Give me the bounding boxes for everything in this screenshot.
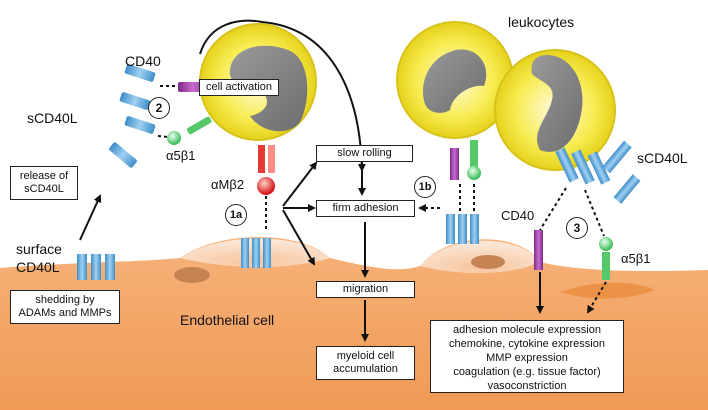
label-cd40-top: CD40 xyxy=(125,53,161,69)
label-leukocytes: leukocytes xyxy=(508,14,575,30)
box-myeloid-line1: myeloid cell xyxy=(336,350,395,362)
step-1b-marker: 1b xyxy=(414,176,436,198)
label-endothelial-cell: Endothelial cell xyxy=(180,312,275,328)
leukocyte-right-front xyxy=(494,49,616,171)
box-endothelial-effects: adhesion molecule expression chemokine, … xyxy=(430,320,624,393)
endothelial-nucleus-left xyxy=(174,267,210,283)
effect-4: coagulation (e.g. tissue factor) xyxy=(453,366,601,378)
effect-3: MMP expression xyxy=(486,352,568,364)
box-slow-rolling: slow rolling xyxy=(316,145,413,162)
box-release-line1: release of xyxy=(19,170,69,182)
surface-cd40l-receptors xyxy=(77,254,115,280)
box-release-line2: sCD40L xyxy=(24,183,64,195)
step-2-marker: 2 xyxy=(148,97,170,119)
label-scd40l-left: sCD40L xyxy=(27,110,78,126)
box-firm-adhesion: firm adhesion xyxy=(316,200,415,217)
box-myeloid-accumulation: myeloid cell accumulation xyxy=(316,346,415,380)
box-shedding-line1: shedding by xyxy=(35,294,95,306)
scd40l-fragments-left xyxy=(109,64,156,168)
box-cell-activation: cell activation xyxy=(199,79,279,96)
label-surface-cd40l-line1: surface xyxy=(16,241,62,257)
effect-1: adhesion molecule expression xyxy=(453,324,601,336)
label-amb2: αMβ2 xyxy=(211,177,245,192)
box-myeloid-line2: accumulation xyxy=(333,363,398,375)
label-a5b1-left: α5β1 xyxy=(166,148,196,163)
integrin-amb2 xyxy=(257,145,275,232)
label-surface-cd40l-line2: CD40L xyxy=(16,259,60,275)
label-a5b1-right: α5β1 xyxy=(621,251,651,266)
endothelial-nucleus-right xyxy=(471,255,505,269)
box-shedding-line2: ADAMs and MMPs xyxy=(18,307,112,319)
icam-receptors-left xyxy=(241,238,271,268)
arrows xyxy=(79,19,607,342)
arrow-activation-to-rolling xyxy=(199,19,366,172)
leukocyte-right-receptors xyxy=(446,140,641,280)
effect-2: chemokine, cytokine expression xyxy=(449,338,605,350)
integrin-a5b1-center xyxy=(157,116,212,145)
arrow-1a-to-migration xyxy=(282,209,315,266)
box-release-scd40l: release of sCD40L xyxy=(10,166,78,200)
step-3-marker: 3 xyxy=(566,217,588,239)
effect-5: vasoconstriction xyxy=(487,380,567,392)
step-1a-marker: 1a xyxy=(225,204,247,226)
box-shedding: shedding by ADAMs and MMPs xyxy=(10,290,120,324)
label-scd40l-right: sCD40L xyxy=(637,150,688,166)
arrow-1a-to-rolling xyxy=(282,161,318,207)
label-cd40-right: CD40 xyxy=(501,208,535,223)
arrow-surface-to-release xyxy=(79,194,102,241)
box-migration: migration xyxy=(316,281,415,298)
